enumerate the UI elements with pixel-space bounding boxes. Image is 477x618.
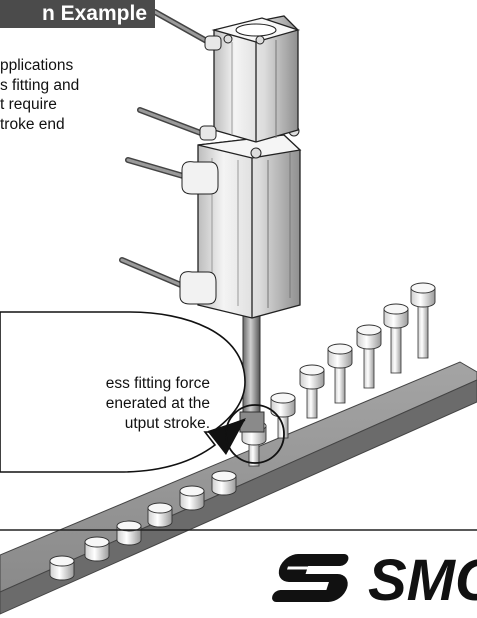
cylinder-lower <box>197 125 302 319</box>
workpiece-pin <box>299 364 325 419</box>
workpiece-pin <box>327 343 353 404</box>
air-tubes <box>119 9 215 291</box>
cylinder-upper <box>211 15 301 143</box>
callout-line: utput stroke. <box>124 415 210 432</box>
description-text: pplications s fitting and t require trok… <box>0 56 180 134</box>
fitting-detail-circle <box>225 404 285 464</box>
smc-logo-text: SMC <box>368 548 477 613</box>
workpiece-pins <box>49 282 436 581</box>
workpiece-pin <box>116 520 142 546</box>
callout-bubble <box>0 311 246 473</box>
description-line: t require <box>0 96 57 113</box>
description-line: s fitting and <box>0 76 80 94</box>
callout-line: enerated at the <box>105 395 210 412</box>
workpiece-pin <box>147 502 173 528</box>
description-line: pplications <box>0 57 74 74</box>
workpiece-pin <box>211 470 237 496</box>
workpiece-pin <box>383 303 409 374</box>
workpiece-pin <box>410 282 436 359</box>
piston-rod <box>239 299 265 433</box>
header-banner: n Example <box>0 0 155 28</box>
workpiece-pin <box>49 555 75 581</box>
smc-logo: SMC <box>272 548 477 613</box>
elbow-fittings <box>179 35 222 305</box>
smc-swoosh-icon <box>272 554 349 602</box>
workpiece-pin <box>84 536 110 562</box>
callout-text: ess fitting force enerated at the utput … <box>0 374 210 434</box>
header-title: n Example <box>41 2 147 25</box>
description-line: troke end <box>0 115 65 133</box>
workpiece-pin <box>356 324 382 389</box>
workpiece-pin <box>179 485 205 511</box>
callout-line: ess fitting force <box>105 375 210 392</box>
